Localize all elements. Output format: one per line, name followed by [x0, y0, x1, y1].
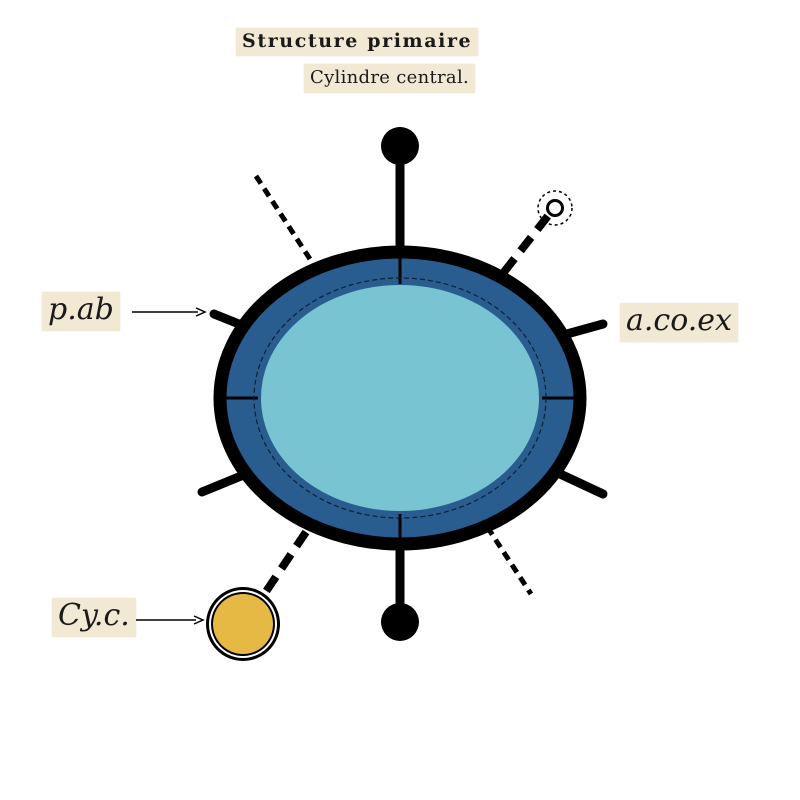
central-cylinder	[213, 594, 273, 654]
arrow-cyc	[126, 616, 203, 624]
label-acoex: a.co.ex	[620, 303, 738, 342]
label-cyc: Cy.c.	[52, 598, 136, 637]
lower-left-dashed-ray	[263, 532, 306, 596]
subtitle: Cylindre central.	[304, 64, 475, 93]
label-pab: p.ab	[42, 292, 120, 331]
core	[261, 285, 539, 511]
spoke-right-lower	[558, 473, 603, 494]
arrow-pab	[132, 308, 205, 316]
small-open-circle	[548, 201, 563, 216]
top-knob	[381, 127, 419, 165]
bottom-knob	[381, 603, 419, 641]
spoke-left-lower	[202, 474, 246, 492]
title: Structure primaire	[236, 28, 478, 56]
